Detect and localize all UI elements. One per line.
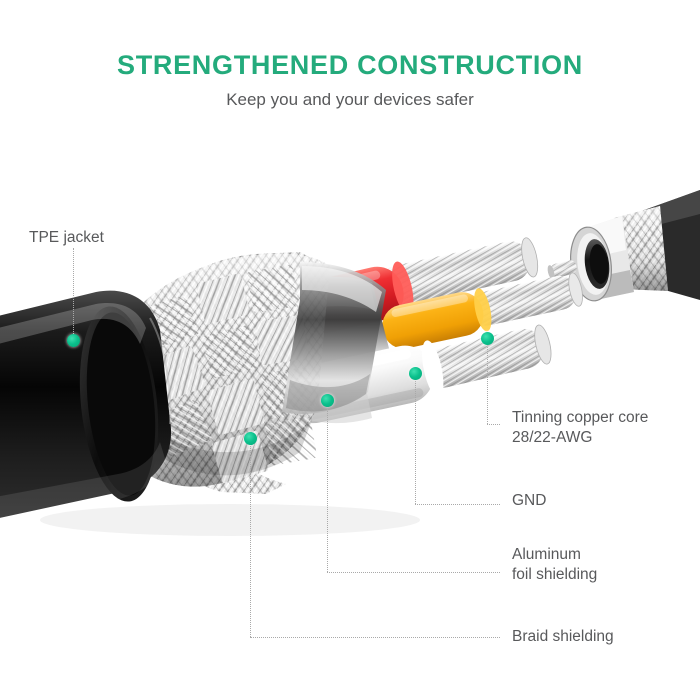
marker-dot-aluminum-foil-shielding [321, 394, 334, 407]
leader-line-gnd-horizontal [415, 504, 500, 505]
marker-dot-braid-shielding [244, 432, 257, 445]
leader-line-tinning-horizontal [487, 424, 500, 425]
leader-line-aluminum-foil-horizontal [327, 572, 500, 573]
marker-dot-tpe-jacket [67, 334, 80, 347]
marker-dot-gnd [409, 367, 422, 380]
leader-line-tpe-vertical [73, 248, 74, 334]
callout-label-tpe-jacket: TPE jacket [29, 229, 104, 246]
callout-label-tinning-copper-core: Tinning copper core 28/22-AWG [512, 409, 649, 447]
callout-label-aluminum-foil-shielding: Aluminum foil shielding [512, 546, 598, 584]
leader-line-braid-horizontal [250, 637, 500, 638]
marker-dot-tinning-copper-core [481, 332, 494, 345]
leader-line-tinning-vertical [487, 338, 488, 424]
cable-end-closeup [547, 190, 700, 302]
callout-label-gnd: GND [512, 492, 547, 509]
leader-line-gnd-vertical [415, 373, 416, 504]
conductor-yellow [382, 272, 583, 349]
foil-sleeve [282, 262, 386, 414]
leader-line-braid-vertical [250, 438, 251, 637]
braid-shielding [120, 252, 330, 494]
tpe-jacket [0, 290, 172, 521]
leader-line-aluminum-foil-vertical [327, 400, 328, 572]
callout-label-braid-shielding: Braid shielding [512, 628, 614, 645]
